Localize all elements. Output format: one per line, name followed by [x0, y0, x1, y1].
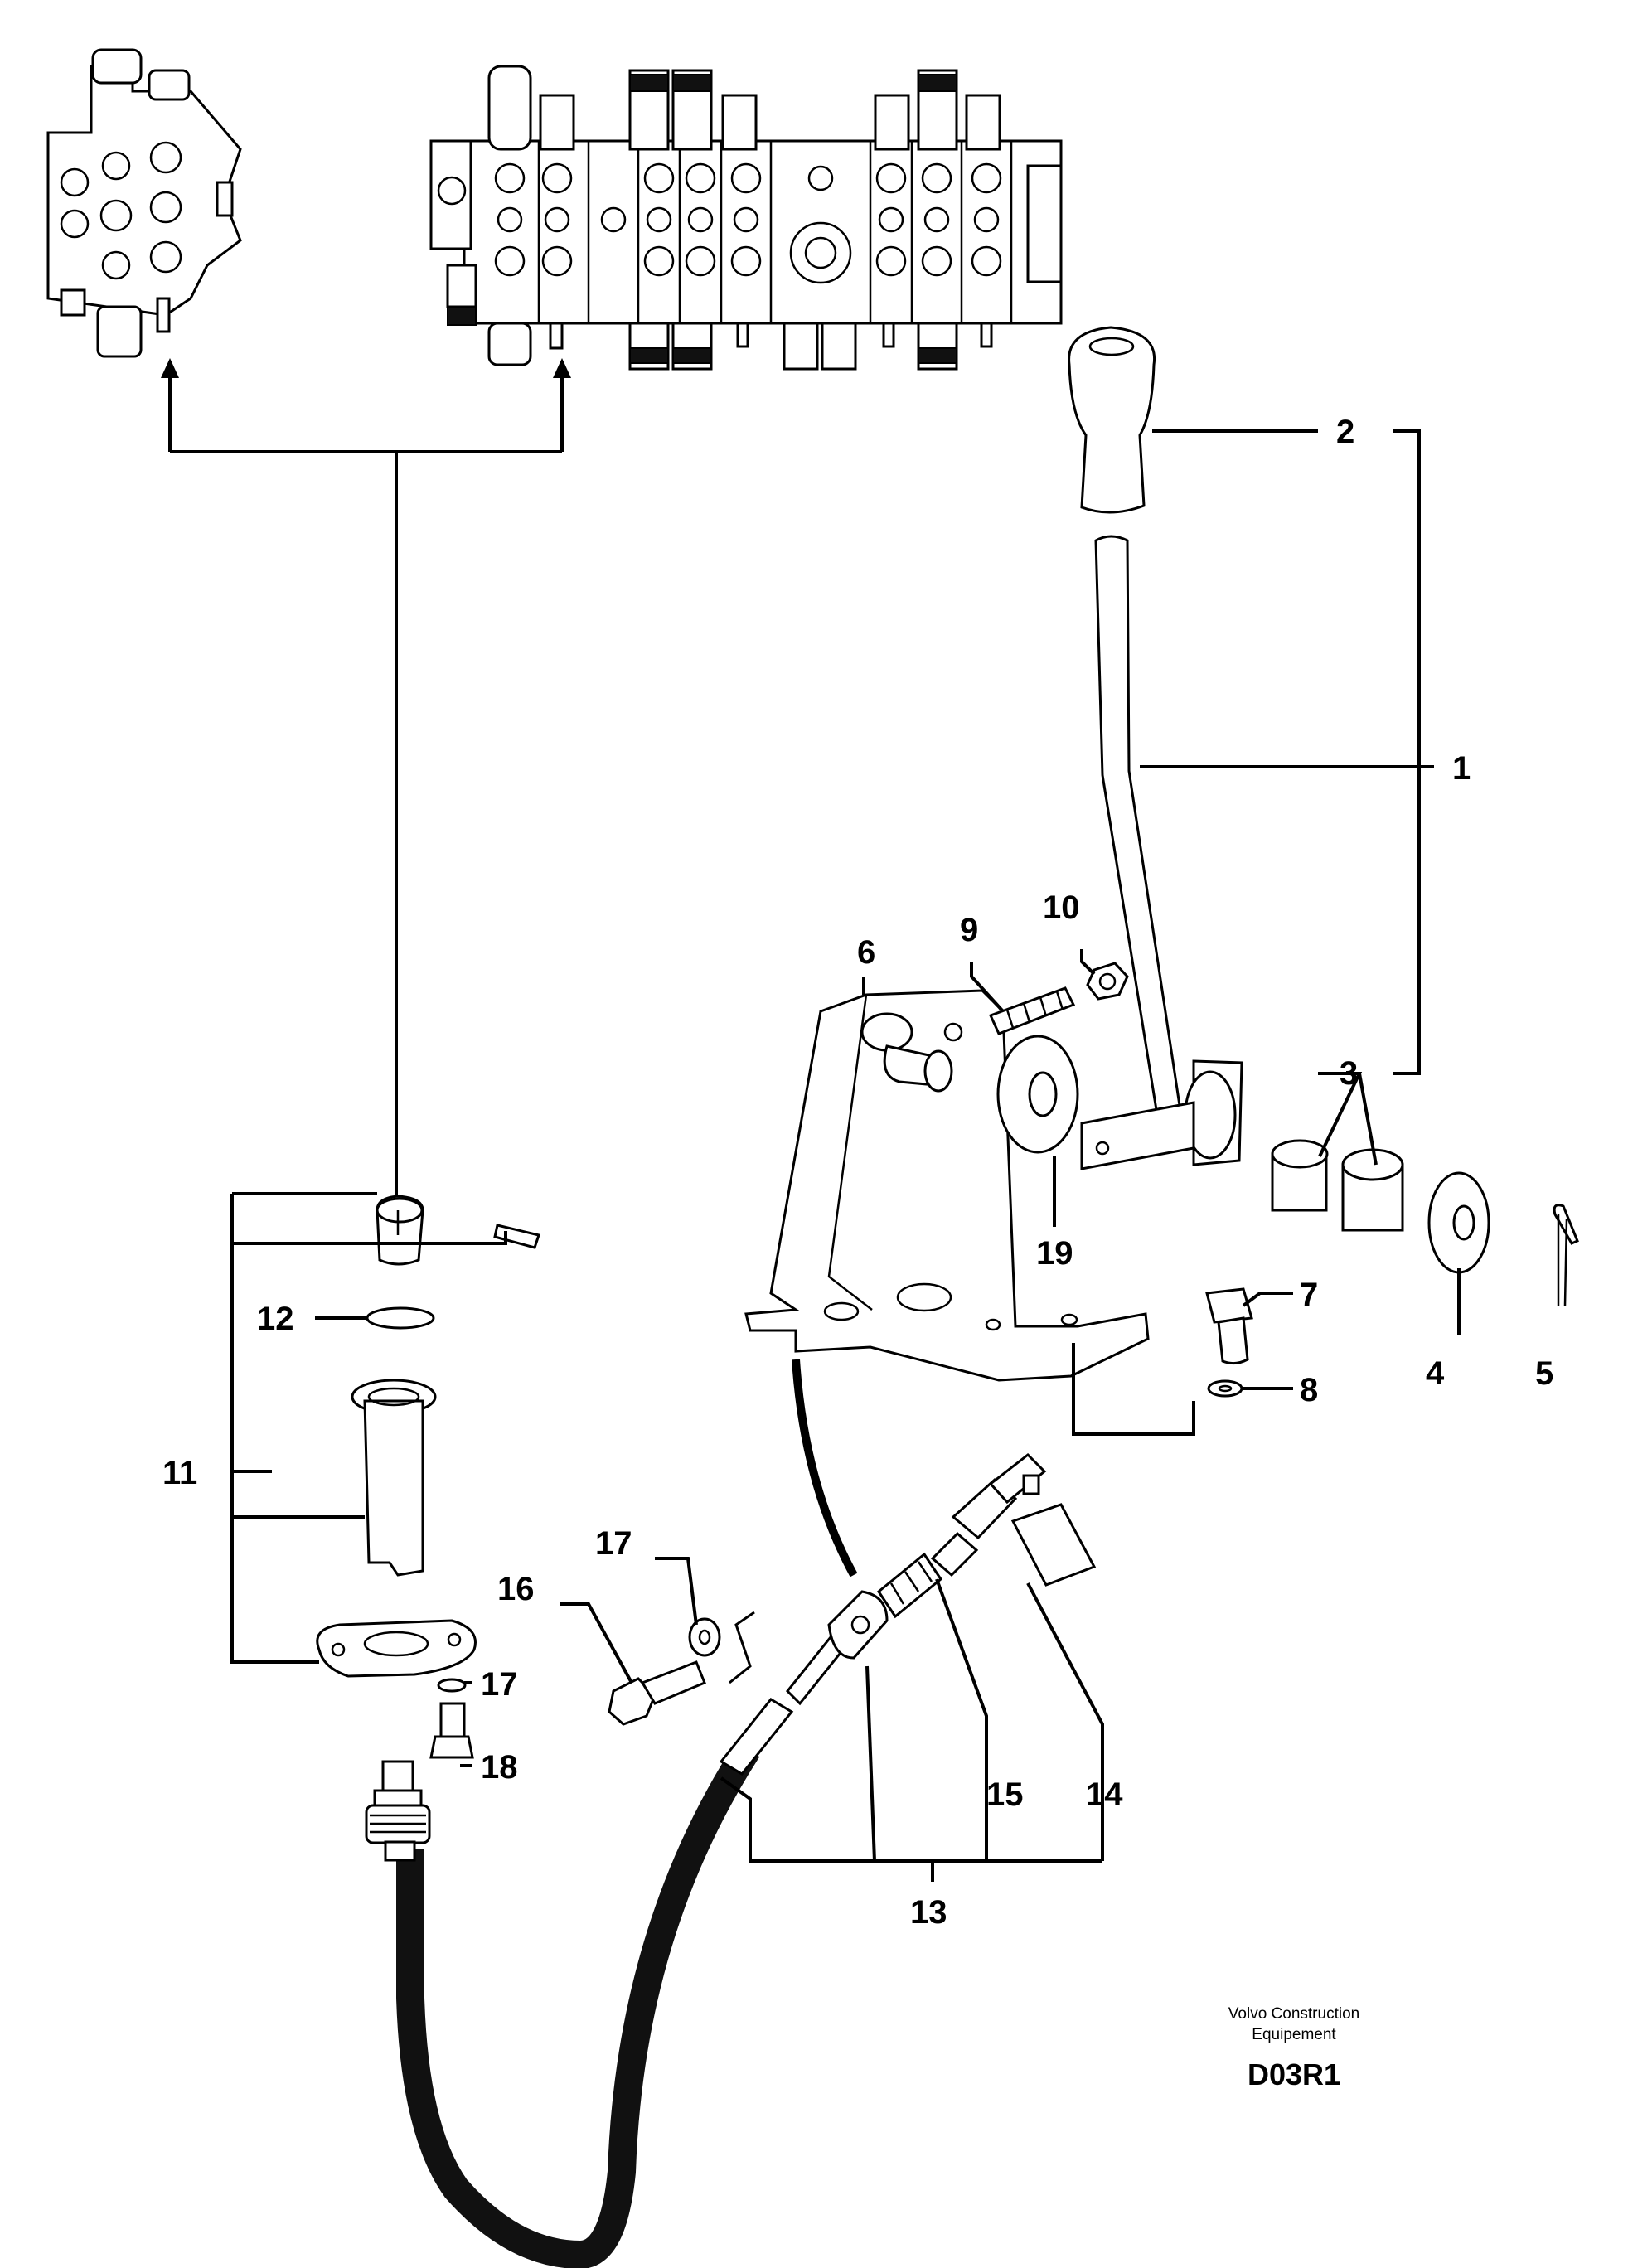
- label-6: 6: [857, 934, 875, 971]
- small-control-valve: [46, 48, 242, 358]
- guide-sleeve: [351, 1379, 437, 1577]
- fitting-18: [429, 1702, 474, 1759]
- label-11: 11: [162, 1455, 197, 1491]
- washer-19: [996, 1035, 1079, 1154]
- washer-8: [1207, 1379, 1243, 1398]
- cable-clevis: [376, 1195, 540, 1266]
- washer-17-lower: [437, 1678, 467, 1693]
- label-16: 16: [497, 1571, 535, 1607]
- label-7: 7: [1300, 1277, 1318, 1313]
- bolt-7: [1205, 1287, 1253, 1365]
- bushings: [1271, 1139, 1404, 1232]
- drawing-code: D03R1: [1248, 2057, 1340, 2091]
- leader-lines: [230, 429, 1461, 1882]
- label-1: 1: [1452, 750, 1471, 787]
- label-14: 14: [1086, 1776, 1123, 1813]
- cotter-pin: [1553, 1204, 1579, 1306]
- lever-knob: [1068, 326, 1156, 514]
- o-ring: [366, 1306, 435, 1330]
- label-8: 8: [1300, 1372, 1318, 1408]
- label-4: 4: [1426, 1355, 1445, 1392]
- bracket: [744, 989, 1150, 1382]
- footer: Volvo Construction Equipement D03R1: [1228, 2005, 1359, 2091]
- nut: [1086, 962, 1129, 1001]
- label-15: 15: [986, 1776, 1024, 1813]
- brand-line-1: Volvo Construction: [1228, 2005, 1359, 2023]
- stud-pin: [988, 986, 1076, 1035]
- label-18: 18: [481, 1749, 518, 1786]
- label-13: 13: [910, 1894, 947, 1931]
- bolt-16: [608, 1660, 706, 1726]
- flange-plate: [316, 1619, 477, 1678]
- label-10: 10: [1043, 889, 1080, 926]
- label-9: 9: [960, 912, 978, 948]
- lever-arm: [1080, 535, 1243, 1170]
- label-3: 3: [1340, 1055, 1358, 1092]
- valve-routing-lines: [161, 358, 571, 1239]
- label-17-upper: 17: [595, 1525, 632, 1562]
- washer-17-upper: [688, 1617, 721, 1657]
- washer-4: [1427, 1171, 1490, 1274]
- label-17-lower: 17: [481, 1666, 518, 1703]
- label-5: 5: [1535, 1355, 1553, 1392]
- brand-line-2: Equipement: [1252, 2026, 1336, 2043]
- label-2: 2: [1336, 414, 1354, 450]
- label-19: 19: [1036, 1235, 1073, 1272]
- push-pull-cable: [365, 1359, 1097, 2268]
- part-label-group: 2 1 3 6 9 10 19 7 8 4 5 12 11 17 16 17 1…: [162, 414, 1553, 1931]
- label-12: 12: [257, 1301, 294, 1337]
- main-control-valve-bank: [429, 65, 1063, 371]
